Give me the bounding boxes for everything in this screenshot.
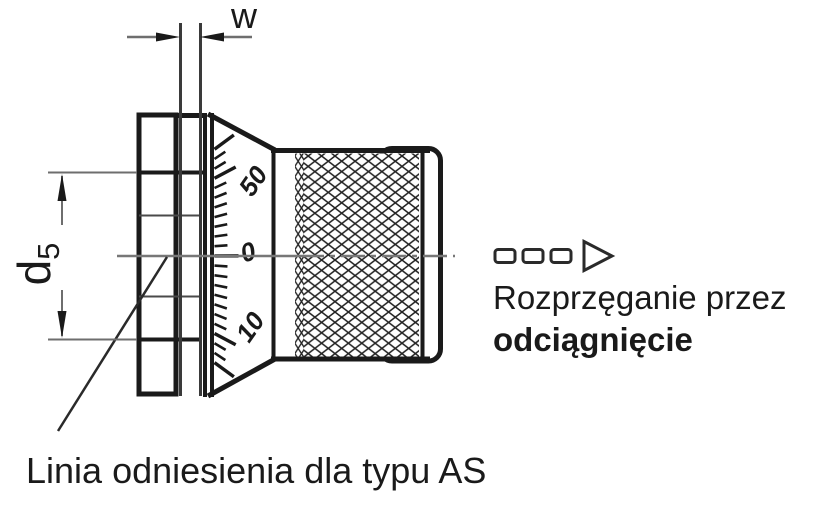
scale-minor-tick bbox=[214, 283, 228, 289]
w-dimension-label: w bbox=[230, 0, 258, 36]
scale-major-tick bbox=[213, 165, 237, 180]
dim-arrow-left-icon bbox=[200, 32, 224, 42]
scale-major-tick bbox=[213, 361, 235, 379]
scale-minor-tick bbox=[214, 202, 228, 209]
scale-major-tick bbox=[213, 133, 235, 151]
scale-minor-tick bbox=[213, 150, 227, 160]
dim-arrow-right-icon bbox=[156, 32, 180, 42]
scale-minor-tick bbox=[214, 244, 228, 248]
scale-minor-tick bbox=[213, 181, 227, 190]
scale-minor-tick bbox=[213, 322, 227, 331]
d5-dimension: d5 bbox=[8, 171, 137, 341]
scale-major-tick bbox=[213, 331, 237, 347]
dim-arrow-up-icon bbox=[57, 174, 67, 201]
scale-minor-tick bbox=[214, 191, 228, 199]
scale-ticks bbox=[213, 133, 239, 379]
dim-arrow-down-icon bbox=[57, 311, 67, 338]
scale-minor-tick bbox=[214, 293, 228, 300]
reference-note: Linia odniesienia dla typu AS bbox=[26, 450, 486, 491]
w-dimension: w bbox=[127, 0, 258, 42]
scale-minor-tick bbox=[214, 233, 228, 238]
scale-minor-tick bbox=[214, 274, 228, 279]
d5-dimension-label: d5 bbox=[8, 243, 66, 286]
scale-minor-tick bbox=[213, 351, 227, 362]
scale-minor-tick bbox=[213, 342, 227, 351]
panel-section-lines bbox=[179, 23, 202, 396]
dashed-arrow-right-icon bbox=[493, 239, 616, 273]
scale-minor-tick bbox=[214, 212, 228, 219]
scale-minor-tick bbox=[214, 264, 228, 268]
scale-minor-tick bbox=[213, 160, 227, 170]
scale-minor-tick bbox=[214, 303, 228, 310]
leader-line bbox=[56, 256, 169, 432]
release-note-line2: odciągnięcie bbox=[493, 321, 693, 358]
scale-minor-tick bbox=[214, 312, 228, 321]
scale-minor-tick bbox=[214, 222, 228, 229]
release-note-line1: Rozprzęganie przez bbox=[493, 279, 787, 316]
